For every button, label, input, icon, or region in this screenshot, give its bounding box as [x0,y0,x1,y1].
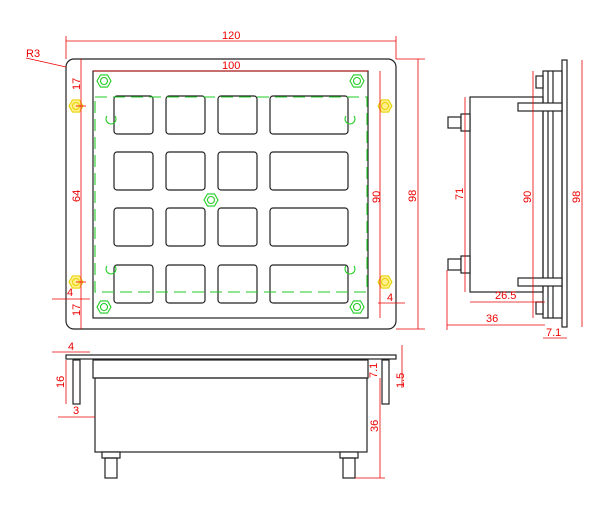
mounting-hole-icon [377,99,393,113]
side-view: 71 90 98 26.5 36 7.1 [446,59,583,339]
hex-nut-icon [349,300,365,314]
front-view: 120 R3 100 17 64 17 4 90 4 98 [25,30,425,330]
key-cutout [113,95,154,135]
hex-nut-icon [203,193,219,207]
hex-nut-icon [349,74,365,88]
dim-total-depth: 36 [486,313,498,325]
dim-height-inner: 90 [371,191,383,203]
key-cutout [165,95,206,135]
key-cutout [269,207,349,247]
dim-depth: 36 [369,420,381,432]
dim-height-overall: 98 [407,190,419,202]
key-cutout [217,264,258,304]
key-cutout [217,95,258,135]
key-cutout [113,264,154,304]
dim-post-length: 16 [55,376,67,388]
hidden-arc [105,115,117,125]
hex-nuts [68,74,393,314]
dim-hole-spacing: 64 [71,190,83,202]
dim-body-depth: 26.5 [495,290,516,302]
dim-edge: 4 [68,341,74,353]
key-cutout [217,207,258,247]
panel [92,359,369,379]
dim-panel-thickness-bottom: 7.1 [368,363,380,378]
mounting-hole-icon [377,275,393,289]
outer-plate [65,58,397,330]
dim-width-overall: 120 [222,30,240,42]
key-cutout [165,264,206,304]
hidden-arc [105,265,117,275]
dim-right-edge: 4 [387,292,393,304]
key-cutout [269,95,349,135]
front-plate [561,59,568,328]
dim-post-width: 3 [73,405,79,417]
dim-panel-thickness: 7.1 [546,327,561,339]
body [469,96,544,293]
bottom-view: 4 16 3 7.1 1.5 36 [52,341,407,479]
inner-frame [92,70,369,319]
dim-bottom-offset: 17 [71,304,83,316]
key-cutout [113,207,154,247]
keypad-grid [113,95,349,304]
dim-plate-thickness: 1.5 [395,373,407,388]
body [94,377,368,453]
dim-top-offset: 17 [71,78,83,90]
dim-body-height: 71 [454,188,466,200]
dim-left-edge: 4 [67,287,73,299]
hidden-arc [344,115,356,125]
key-cutout [269,264,349,304]
hidden-arc [344,265,356,275]
key-cutout [165,151,206,191]
key-cutout [113,151,154,191]
dim-plate-height: 98 [571,191,583,203]
hex-nut-icon [96,74,112,88]
key-cutout [217,151,258,191]
dim-panel-height: 90 [522,191,534,203]
dim-corner-radius: R3 [26,48,40,60]
key-cutout [165,207,206,247]
key-cutout [269,151,349,191]
hex-nut-icon [96,300,112,314]
plate [65,354,397,360]
hidden-outline [94,96,368,293]
dim-width-inner: 100 [222,60,240,72]
